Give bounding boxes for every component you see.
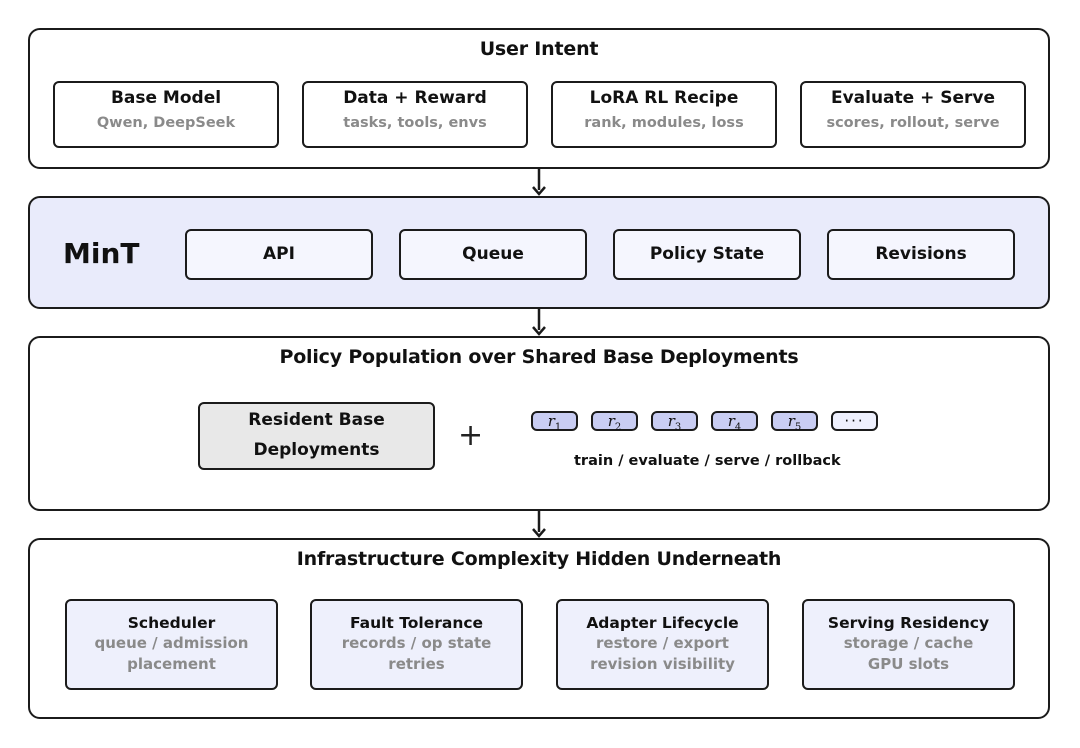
card-line1: restore / export [596,634,729,652]
user-intent-panel: User Intent Base Model Qwen, DeepSeek Da… [28,28,1050,169]
data-reward-card: Data + Reward tasks, tools, envs [302,81,528,148]
card-subtitle: Qwen, DeepSeek [96,115,236,131]
revision-r2: r2 [591,411,638,433]
card-subtitle: rank, modules, loss [584,115,744,131]
arrow-head-2 [532,326,546,336]
card-line2: retries [388,655,445,673]
card-title: Fault Tolerance [349,614,484,632]
card-title: Evaluate + Serve [830,88,996,108]
infrastructure-panel: Infrastructure Complexity Hidden Underne… [28,538,1050,719]
lora-recipe-card: LoRA RL Recipe rank, modules, loss [551,81,777,148]
base-line1: Resident Base [248,410,385,430]
base-line2: Deployments [253,440,380,460]
scheduler-card: Scheduler queue / admission placement [65,599,278,690]
policy-population-title: Policy Population over Shared Base Deplo… [279,346,799,368]
serving-residency-card: Serving Residency storage / cache GPU sl… [802,599,1015,690]
card-title: Adapter Lifecycle [586,614,739,632]
card-title: Serving Residency [827,614,990,632]
infrastructure-title: Infrastructure Complexity Hidden Underne… [296,548,782,570]
revision-r1: r1 [531,411,578,433]
user-intent-title: User Intent [479,38,599,60]
card-line1: storage / cache [843,634,974,652]
card-title: Data + Reward [343,88,487,108]
policy-operations: train / evaluate / serve / rollback [574,453,841,469]
mint-revisions: Revisions [827,229,1015,280]
arrow-head-3 [532,528,546,538]
card-line1: queue / admission [94,634,249,652]
fault-tolerance-card: Fault Tolerance records / op state retri… [310,599,523,690]
card-title: Scheduler [127,614,216,632]
mint-label: MinT [63,237,140,270]
card-line2: GPU slots [867,655,950,673]
card-title: LoRA RL Recipe [589,88,739,108]
arrow-head-1 [532,186,546,196]
resident-base-deployments: Resident Base Deployments [198,402,435,470]
card-subtitle: scores, rollout, serve [826,115,1000,131]
revision-more: ··· [831,411,878,431]
mint-queue: Queue [399,229,587,280]
plus-sign: + [458,418,484,453]
base-model-card: Base Model Qwen, DeepSeek [53,81,279,148]
mint-api: API [185,229,373,280]
card-line2: placement [127,655,216,673]
card-line1: records / op state [341,634,492,652]
revision-r5: r5 [771,411,818,433]
evaluate-serve-card: Evaluate + Serve scores, rollout, serve [800,81,1026,148]
card-title: Base Model [110,88,222,108]
adapter-lifecycle-card: Adapter Lifecycle restore / export revis… [556,599,769,690]
card-subtitle: tasks, tools, envs [343,115,487,131]
revision-r4: r4 [711,411,758,433]
revision-r3: r3 [651,411,698,433]
mint-panel: MinT API Queue Policy State Revisions [28,196,1050,309]
policy-population-panel: Policy Population over Shared Base Deplo… [28,336,1050,511]
card-line2: revision visibility [590,655,735,673]
mint-policy-state: Policy State [613,229,801,280]
